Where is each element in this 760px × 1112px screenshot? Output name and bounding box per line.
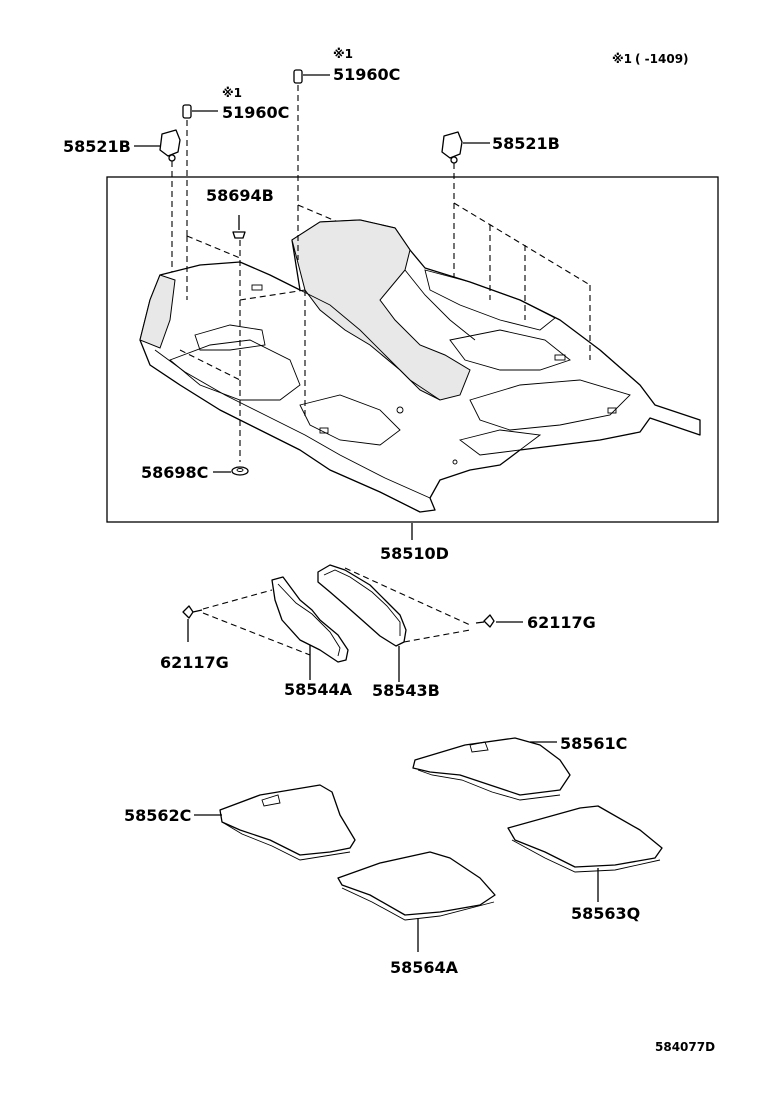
label-58562c: 58562C xyxy=(124,806,191,825)
floor-carpet-58510d xyxy=(139,219,701,513)
label-58544a: 58544A xyxy=(284,680,353,699)
label-62117g-left: 62117G xyxy=(160,653,229,672)
bracket-58521b-left xyxy=(134,129,181,350)
screw-62117g-right xyxy=(475,614,523,628)
note-mark: ※1 xyxy=(612,52,632,66)
carpet-assembly-frame xyxy=(106,176,719,523)
label-58521b-left: 58521B xyxy=(63,137,131,156)
screw-62117g-left xyxy=(182,589,311,656)
clip-58694b xyxy=(232,215,246,239)
clip-51960c-mid xyxy=(182,104,241,259)
mat-58563q xyxy=(507,805,663,902)
bracket-58521b-right xyxy=(441,131,490,290)
label-58563q: 58563Q xyxy=(571,904,640,923)
label-58561c: 58561C xyxy=(560,734,627,753)
label-58698c: 58698C xyxy=(141,463,208,482)
label-58543b: 58543B xyxy=(372,681,440,700)
label-58564a: 58564A xyxy=(390,958,459,977)
label-58510d: 58510D xyxy=(380,544,449,563)
figure-id: 584077D xyxy=(655,1040,715,1054)
label-51960c-top-mark: ※1 xyxy=(333,47,353,61)
label-58521b-right: 58521B xyxy=(492,134,560,153)
panel-58543b xyxy=(317,564,471,682)
panel-58544a xyxy=(271,576,349,680)
clip-51960c-top xyxy=(293,69,346,226)
mat-58562c xyxy=(194,784,356,861)
note-range: ( -1409) xyxy=(635,52,689,66)
label-51960c-mid: 51960C xyxy=(222,103,289,122)
mat-58564a xyxy=(337,851,496,952)
label-58694b: 58694B xyxy=(206,186,274,205)
label-51960c-top: 51960C xyxy=(333,65,400,84)
mat-58561c xyxy=(412,737,571,801)
assembly-guides xyxy=(179,202,591,462)
label-51960c-mid-mark: ※1 xyxy=(222,86,242,100)
grommet-58698c xyxy=(213,466,249,476)
label-62117g-right: 62117G xyxy=(527,613,596,632)
